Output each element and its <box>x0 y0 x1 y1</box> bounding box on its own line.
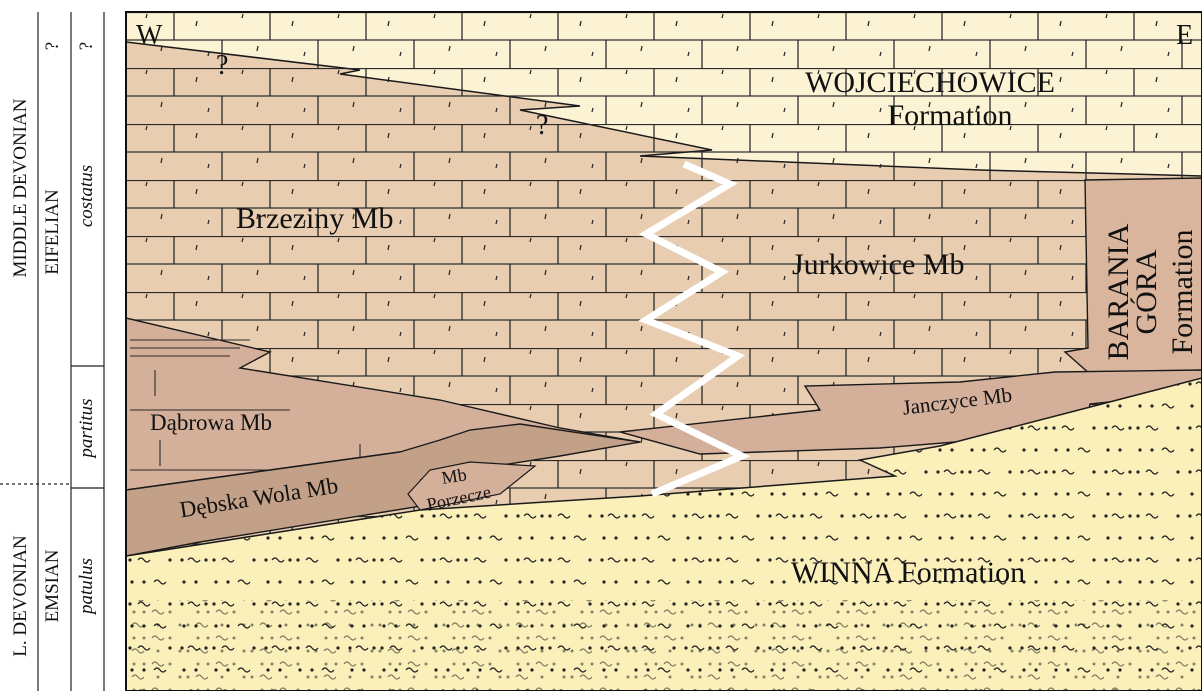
winna-formation-label: WINNA Formation <box>791 556 1025 589</box>
stratigraphy-column <box>0 12 105 691</box>
cross-section <box>126 12 1202 691</box>
porzecze-label-mb: Mb <box>440 464 468 488</box>
stage-label-eifelian: EIFELIAN <box>42 189 63 275</box>
debska-wola-member-shape <box>126 423 641 557</box>
wojciechowice-label-formation: Formation <box>888 99 1013 132</box>
question-mark-west: ? <box>216 50 228 81</box>
winna-dense-pattern <box>130 600 1200 691</box>
stage-label-emsian: EMSIAN <box>42 549 63 622</box>
wojciechowice-label-name: WOJCIECHOWICE <box>805 66 1055 99</box>
zone-label-costatus: costatus <box>76 165 97 227</box>
east-label: E <box>1176 20 1193 51</box>
zone-uncertain-mark: ? <box>76 42 97 50</box>
stratigraphy-labels: MIDDLE DEVONIAN L. DEVONIAN EIFELIAN EMS… <box>10 42 97 657</box>
question-mark-center: ? <box>536 110 548 141</box>
section-labels: W E ? ? WOJCIECHOWICE Formation Brzeziny… <box>136 20 1199 589</box>
wojciechowice-brick-overlay <box>126 12 1202 176</box>
barania-label-gora: GÓRA <box>1130 249 1163 334</box>
west-label: W <box>136 20 163 51</box>
series-label-middle-devonian: MIDDLE DEVONIAN <box>10 98 31 277</box>
stage-uncertain-mark: ? <box>42 42 63 50</box>
zone-label-patulus: patulus <box>76 558 97 616</box>
barania-label-formation: Formation <box>1166 230 1199 355</box>
series-label-lower-devonian: L. DEVONIAN <box>10 535 31 657</box>
facies-change-zigzag <box>638 160 751 498</box>
dabrowa-member-label: Dąbrowa Mb <box>150 410 272 435</box>
jurkowice-member-label: Jurkowice Mb <box>792 248 964 281</box>
zone-label-partitus: partitus <box>76 398 97 459</box>
barania-label-name: BARANIA <box>1102 223 1135 360</box>
brzeziny-member-label: Brzeziny Mb <box>236 202 393 235</box>
